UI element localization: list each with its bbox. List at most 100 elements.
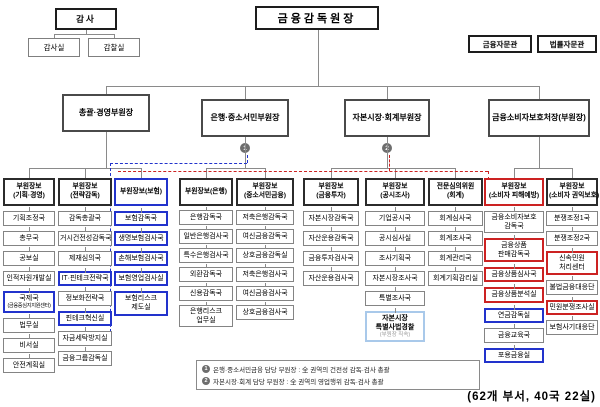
department-box: 상호금융검사국 <box>236 302 294 320</box>
department-box: 공시심사실 <box>365 227 425 246</box>
senior-deputy-box: 부원장보(금융투자) <box>303 178 359 206</box>
prudential-dashed-line <box>110 163 247 164</box>
senior-deputy-box: 전문심의위원(회계) <box>428 178 483 206</box>
department-box: 조사기획국 <box>365 247 425 266</box>
senior-deputy-box: 부원장보(공시조사) <box>365 178 425 206</box>
department-box: 제재심의국 <box>58 247 112 266</box>
connector <box>245 86 246 99</box>
department-box: 금융상품심사국 <box>484 264 544 283</box>
senior-deputy-box: 부원장보(소비자 피해예방) <box>484 178 544 206</box>
department-box: 기획조정국 <box>3 207 55 226</box>
footnote-text: 은행·중소서민금융 담당 부원장 : 全 권역의 건전성 감독·검사 총괄 <box>213 367 390 374</box>
connector <box>86 30 87 34</box>
department-box: 은행감독국 <box>179 207 233 225</box>
connector <box>265 168 266 178</box>
department-box: 외환감독국 <box>179 264 233 282</box>
department-box: 금융그룹감독실 <box>58 347 112 367</box>
senior-deputy-box: 부원장보(소비자 권익보호) <box>546 178 599 206</box>
department-box: 정보화전략국 <box>58 287 112 307</box>
connector <box>572 168 573 178</box>
connector <box>514 168 572 169</box>
department-box: 안전계획실 <box>3 353 55 373</box>
connector <box>29 168 30 178</box>
connector <box>395 168 396 178</box>
department-box: 보험영업검사실 <box>114 268 168 287</box>
department-box: 회계심사국 <box>428 207 483 226</box>
connector <box>54 34 114 35</box>
department-box: 감독총괄국 <box>58 207 112 226</box>
department-box: 연금감독실 <box>484 304 544 323</box>
financial-advisor-box: 금융자문관 <box>468 35 532 53</box>
connector <box>331 168 332 178</box>
department-box: 회계조사국 <box>428 227 483 246</box>
footnote-badge-icon: 2 <box>202 377 210 385</box>
auditor-box: 감사 <box>55 8 117 30</box>
connector <box>539 137 540 168</box>
department-box: 신용감독국 <box>179 283 233 301</box>
department-box: 특수은행검사국 <box>179 245 233 263</box>
connector <box>206 168 265 169</box>
department-box: 보험사기대응단 <box>546 316 598 336</box>
department-count-label: (62개 부서, 40국 22실) <box>467 391 596 403</box>
department-box: 저축은행감독국 <box>236 207 294 225</box>
department-box: 핀테크혁신실 <box>58 308 112 327</box>
connector <box>106 132 107 168</box>
department-box: 회계기획감리실 <box>428 267 483 286</box>
conduct-dashed-line <box>488 171 489 180</box>
deputy-consumer-protection-box: 금융소비자보호처장(부원장) <box>488 99 590 137</box>
department-box: 금융상품분석실 <box>484 284 544 303</box>
connector <box>331 168 455 169</box>
senior-deputy-box: 부원장보(중소서민금융) <box>236 178 294 206</box>
department-box: 자본시장조사국 <box>365 267 425 286</box>
inspection-office-box: 감찰실 <box>88 38 140 57</box>
connector <box>206 168 207 178</box>
prudential-dashed-line <box>247 155 248 163</box>
department-box: 공보실 <box>3 247 55 266</box>
department-box: 여신금융감독국 <box>236 226 294 244</box>
department-box: 민원분쟁조사실 <box>546 297 598 316</box>
conduct-dashed-line <box>118 171 488 172</box>
senior-deputy-box: 부원장보(기획·경영) <box>3 178 55 206</box>
connector <box>54 34 55 38</box>
governor-box: 금융감독원장 <box>255 6 379 30</box>
department-box: 불법금융대응단 <box>546 276 598 296</box>
department-box: 일반은행검사국 <box>179 226 233 244</box>
connector <box>539 86 540 99</box>
footnote-text: 자본시장·회계 담당 부원장 : 全 권역의 영업행위 감독·검사 총괄 <box>213 379 384 386</box>
connector <box>318 30 319 86</box>
audit-office-box: 감사실 <box>28 38 80 57</box>
department-box: 법무실 <box>3 313 55 333</box>
department-box: 비서실 <box>3 333 55 353</box>
connector <box>106 86 539 87</box>
connector <box>387 137 388 168</box>
legal-advisor-box: 법률자문관 <box>537 35 597 53</box>
department-box: 기업공시국 <box>365 207 425 226</box>
connector <box>514 168 515 178</box>
department-box: 자금세탁방지실 <box>58 327 112 347</box>
department-box: 생명보험검사국 <box>114 228 168 247</box>
department-box: 분쟁조정2국 <box>546 227 598 246</box>
department-box: 거시건전성감독국 <box>58 227 112 246</box>
connector <box>114 34 115 38</box>
connector <box>106 86 107 94</box>
connector <box>455 168 456 178</box>
department-box: 보험감독국 <box>114 207 168 227</box>
